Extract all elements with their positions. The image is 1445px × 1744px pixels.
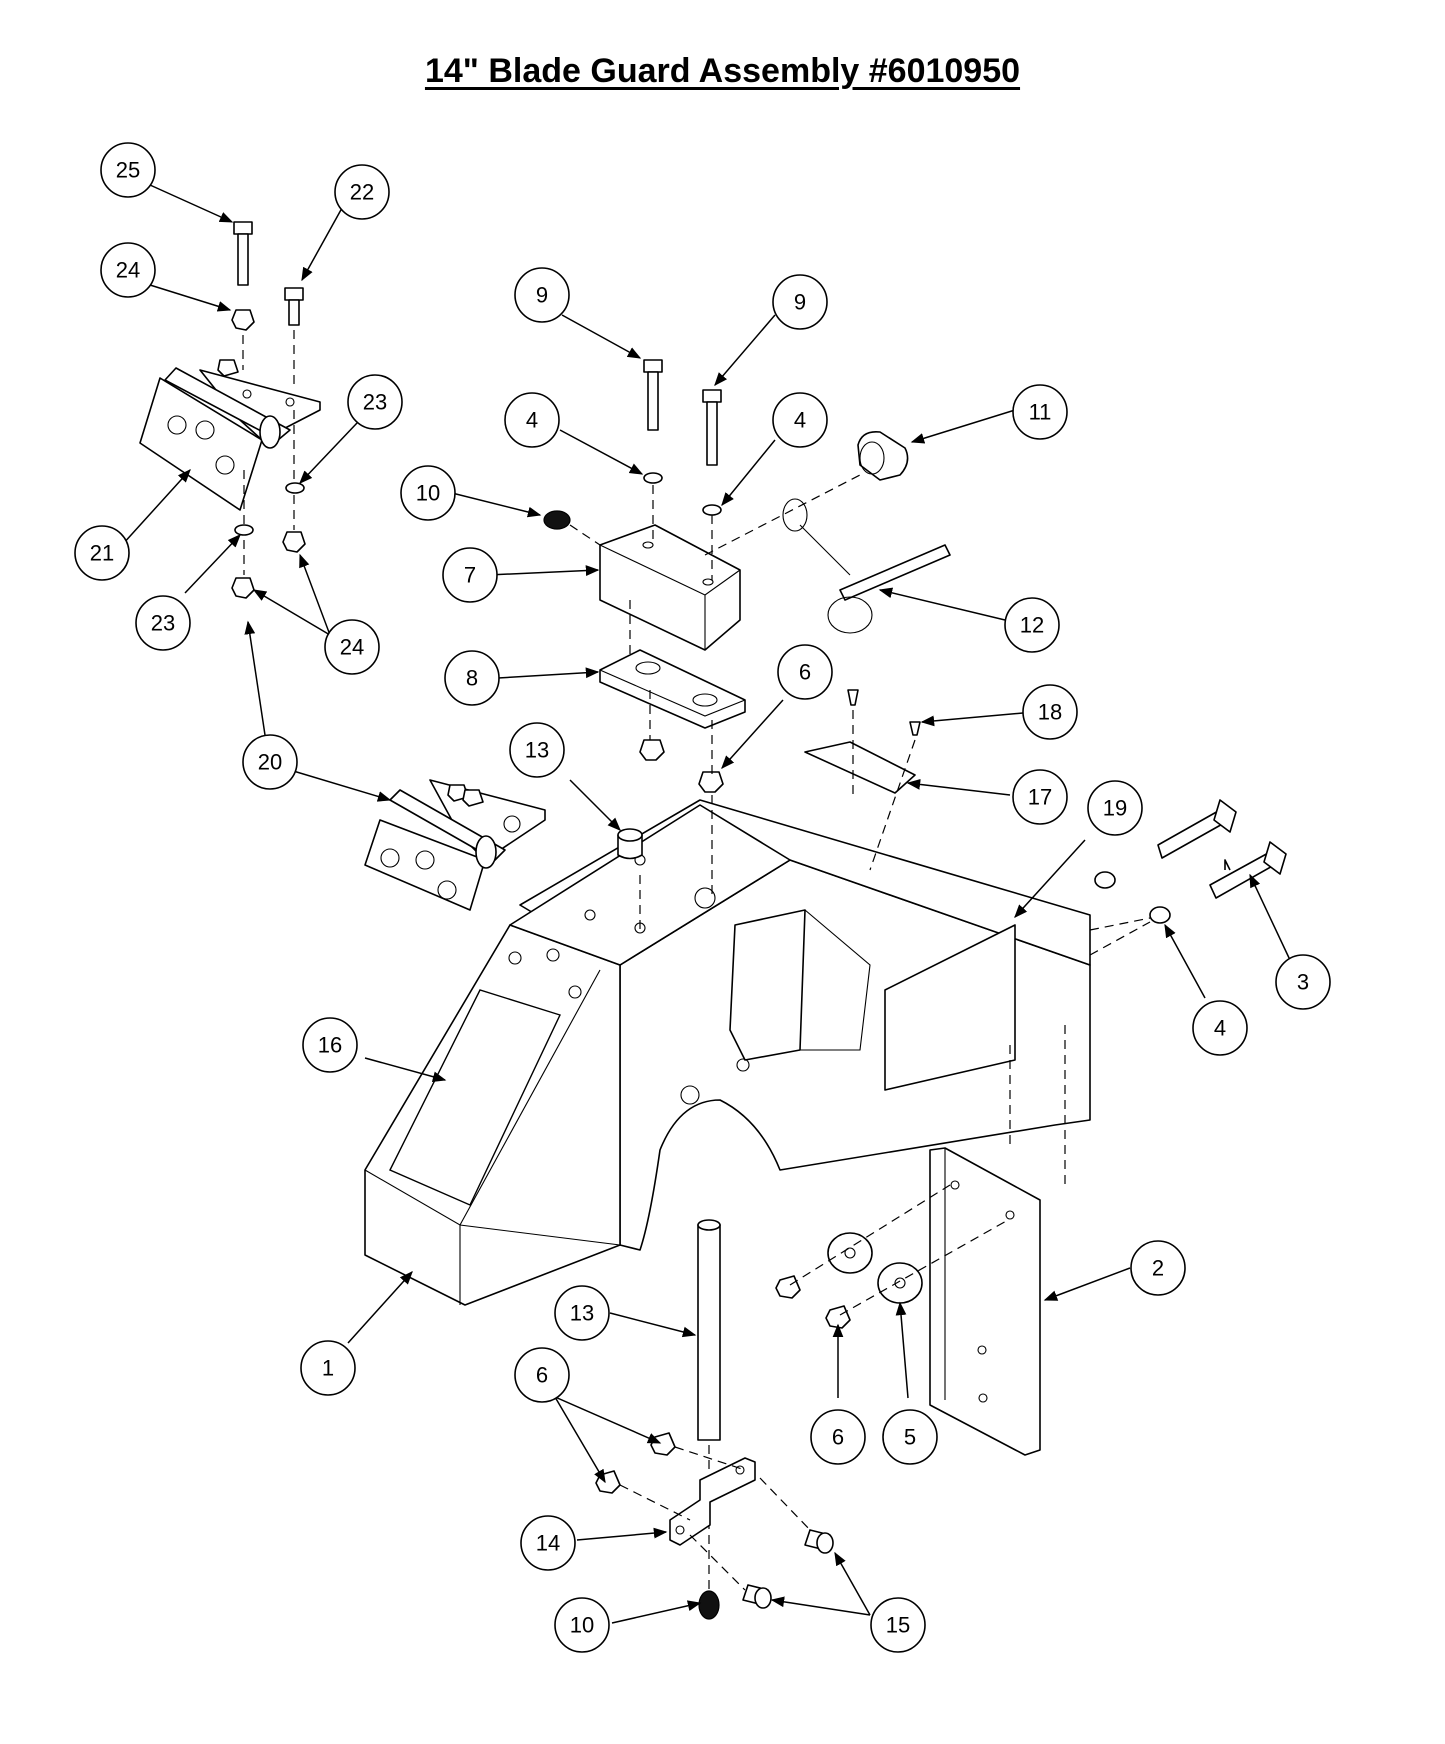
callout-label: 6 (799, 660, 811, 685)
callout-6: 6 (810, 1409, 866, 1465)
callout-12: 12 (1004, 597, 1060, 653)
callout-17: 17 (1012, 769, 1068, 825)
callout-16: 16 (302, 1017, 358, 1073)
callout-22: 22 (334, 164, 390, 220)
callout-24: 24 (100, 242, 156, 298)
callout-label: 6 (832, 1425, 844, 1450)
callout-label: 20 (258, 750, 282, 775)
hinge-upper (139, 359, 321, 511)
mounting-plate (929, 1147, 1041, 1456)
hinge-lower (364, 779, 546, 911)
callout-6: 6 (514, 1347, 570, 1403)
strap-bracket (669, 1457, 756, 1546)
callout-13: 13 (554, 1285, 610, 1341)
callout-label: 5 (904, 1425, 916, 1450)
callout-5: 5 (882, 1409, 938, 1465)
callout-14: 14 (520, 1515, 576, 1571)
callout-25: 25 (100, 142, 156, 198)
callout-10: 10 (400, 465, 456, 521)
callout-label: 6 (536, 1363, 548, 1388)
callout-10: 10 (554, 1597, 610, 1653)
callout-label: 17 (1028, 785, 1052, 810)
callout-label: 2 (1152, 1256, 1164, 1281)
support-tube (697, 1219, 721, 1441)
callout-label: 16 (318, 1033, 342, 1058)
callout-18: 18 (1022, 684, 1078, 740)
callout-2: 2 (1130, 1240, 1186, 1296)
callout-1: 1 (300, 1340, 356, 1396)
callout-label: 23 (151, 611, 175, 636)
blade-guard-housing (364, 799, 1091, 1306)
callout-8: 8 (444, 650, 500, 706)
callout-label: 4 (1214, 1016, 1226, 1041)
callout-label: 18 (1038, 700, 1062, 725)
callout-24: 24 (324, 619, 380, 675)
callout-label: 22 (350, 180, 374, 205)
callout-label: 13 (525, 738, 549, 763)
callout-23: 23 (347, 374, 403, 430)
callout-13: 13 (509, 722, 565, 778)
detent-pin (782, 498, 951, 634)
callout-15: 15 (870, 1597, 926, 1653)
callout-label: 3 (1297, 970, 1309, 995)
callout-label: 4 (794, 408, 806, 433)
callout-label: 4 (526, 408, 538, 433)
callout-19: 19 (1087, 780, 1143, 836)
callout-11: 11 (1012, 384, 1068, 440)
callout-7: 7 (442, 547, 498, 603)
callout-label: 1 (322, 1356, 334, 1381)
callout-label: 25 (116, 158, 140, 183)
callout-label: 24 (340, 635, 364, 660)
diagram-title: 14" Blade Guard Assembly #6010950 (424, 52, 1021, 90)
callout-9: 9 (772, 274, 828, 330)
callout-9: 9 (514, 267, 570, 323)
callout-leaders (121, 184, 1291, 1624)
callout-label: 9 (536, 283, 548, 308)
callout-label: 15 (886, 1613, 910, 1638)
callout-3: 3 (1275, 954, 1331, 1010)
callout-label: 21 (90, 541, 114, 566)
callout-4: 4 (772, 392, 828, 448)
callout-21: 21 (74, 525, 130, 581)
callout-4: 4 (504, 392, 560, 448)
callout-label: 11 (1029, 400, 1052, 425)
bolt (643, 359, 722, 466)
callout-23: 23 (135, 595, 191, 651)
callout-4: 4 (1192, 1000, 1248, 1056)
callout-label: 7 (464, 563, 476, 588)
callout-label: 24 (116, 258, 140, 283)
callout-label: 23 (363, 390, 387, 415)
callout-label: 19 (1103, 796, 1127, 821)
callout-label: 8 (466, 666, 478, 691)
quick-coupler (857, 430, 909, 481)
callout-label: 10 (570, 1613, 594, 1638)
callout-label: 12 (1020, 613, 1044, 638)
callout-20: 20 (242, 734, 298, 790)
callout-label: 9 (794, 290, 806, 315)
callout-label: 10 (416, 481, 440, 506)
callout-6: 6 (777, 644, 833, 700)
spacer-plate (599, 649, 746, 729)
callout-label: 14 (536, 1531, 560, 1556)
clamp-block (599, 524, 741, 651)
callout-label: 13 (570, 1301, 594, 1326)
